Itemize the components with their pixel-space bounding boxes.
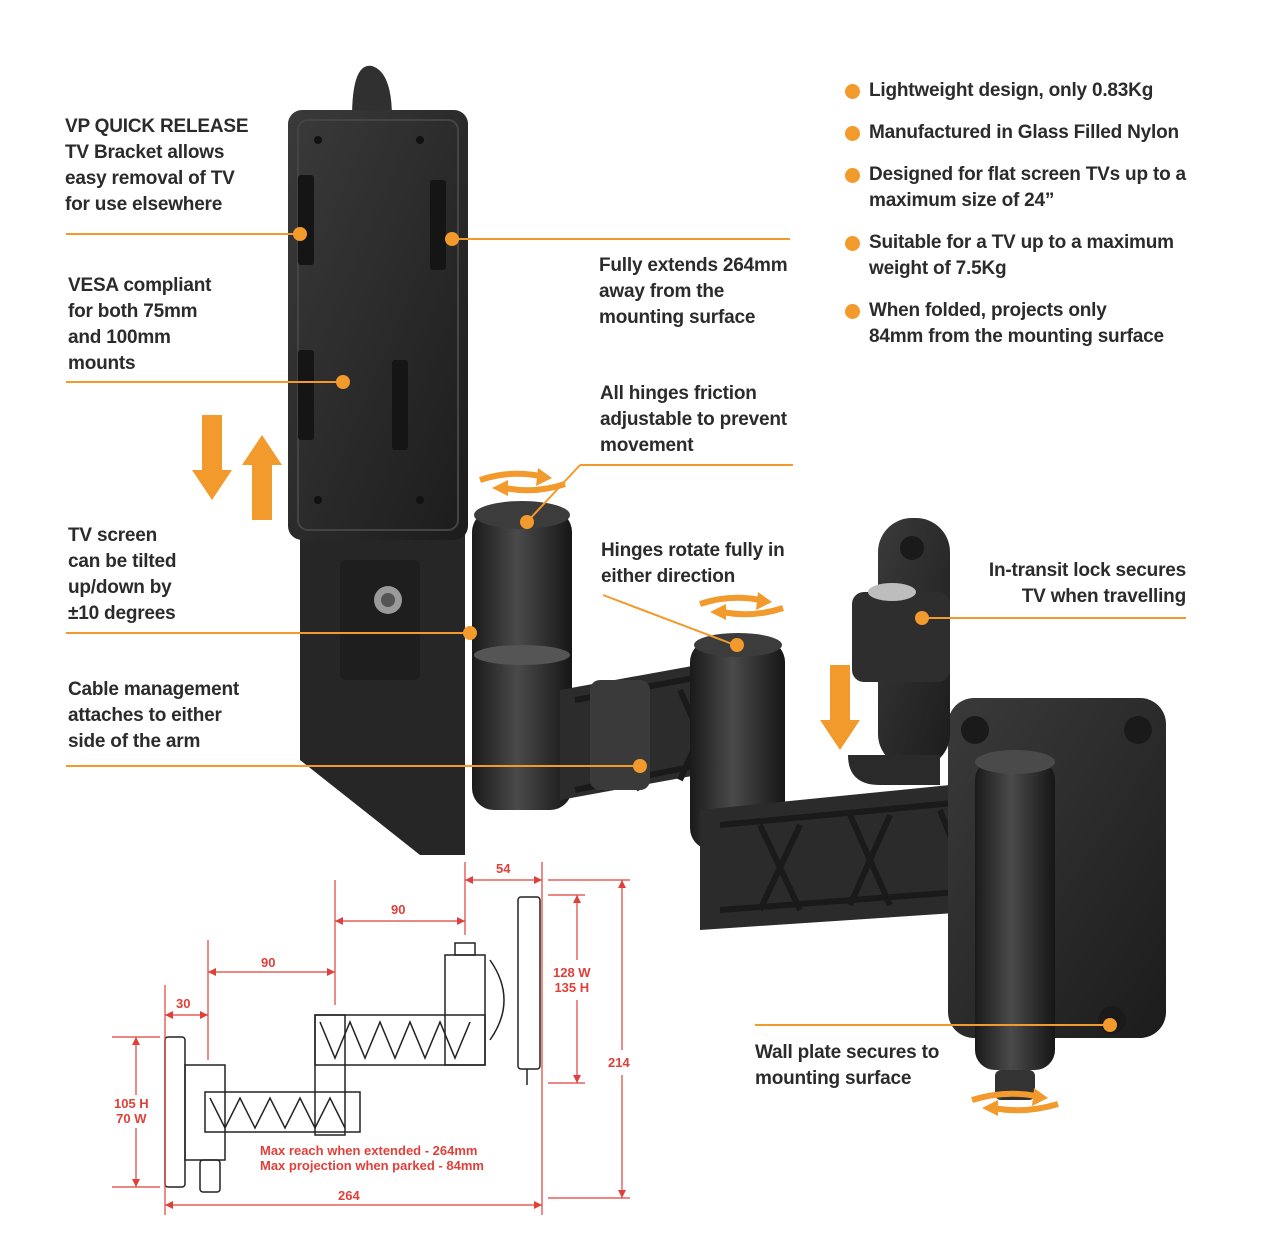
callout-cable-management: Cable management attaches to either side… — [68, 679, 240, 752]
dimension-128: 128 W 135 H — [553, 965, 591, 995]
rotate-arrows — [479, 470, 1059, 1114]
swing-arm — [472, 501, 1000, 930]
feature-item: Manufactured in Glass Filled Nylon — [845, 120, 1265, 146]
reach-notes: Max reach when extended - 264mm Max proj… — [260, 1143, 484, 1173]
bullet-dot-icon — [845, 84, 860, 99]
callout-tilt: TV screen can be tilted up/down by ±10 d… — [68, 525, 177, 624]
dimension-214: 214 — [608, 1055, 630, 1070]
dimension-lines — [112, 862, 630, 1215]
leader-lines — [66, 233, 1186, 1026]
lock-down-arrow — [820, 665, 860, 750]
bullet-dot-icon — [845, 236, 860, 251]
dimension-264: 264 — [338, 1188, 360, 1203]
feature-item: Lightweight design, only 0.83Kg — [845, 78, 1265, 104]
tv-plate — [288, 65, 468, 855]
feature-list: Lightweight design, only 0.83Kg Manufact… — [845, 78, 1265, 366]
dimension-105: 105 H 70 W — [114, 1096, 149, 1126]
callout-extends: Fully extends 264mm away from the mounti… — [599, 255, 788, 328]
callout-quick-release: VP QUICK RELEASE TV Bracket allows easy … — [65, 116, 249, 215]
bullet-dot-icon — [845, 304, 860, 319]
callout-transit-lock: In-transit lock secures TV when travelli… — [988, 560, 1186, 607]
feature-item: Suitable for a TV up to a maximum weight… — [845, 230, 1265, 282]
dimension-90-lower: 90 — [261, 955, 276, 970]
callout-friction: All hinges friction adjustable to preven… — [600, 383, 787, 456]
dimension-30: 30 — [176, 996, 191, 1011]
leader-dots — [293, 227, 1117, 1032]
feature-item: Designed for flat screen TVs up to a max… — [845, 162, 1265, 214]
dimension-54: 54 — [496, 861, 511, 876]
callout-wall-plate: Wall plate secures to mounting surface — [755, 1042, 940, 1089]
dimension-arrowheads — [132, 876, 626, 1209]
dimension-90-upper: 90 — [391, 902, 406, 917]
rotate-arrowheads — [492, 468, 1048, 1116]
callout-vesa: VESA compliant for both 75mm and 100mm m… — [68, 275, 212, 374]
wall-plate — [948, 698, 1166, 1100]
bullet-dot-icon — [845, 168, 860, 183]
feature-item: When folded, projects only 84mm from the… — [845, 298, 1265, 350]
transit-lock — [848, 518, 950, 785]
callout-rotate: Hinges rotate fully in either direction — [601, 540, 785, 587]
bullet-dot-icon — [845, 126, 860, 141]
tilt-arrows — [192, 415, 282, 520]
